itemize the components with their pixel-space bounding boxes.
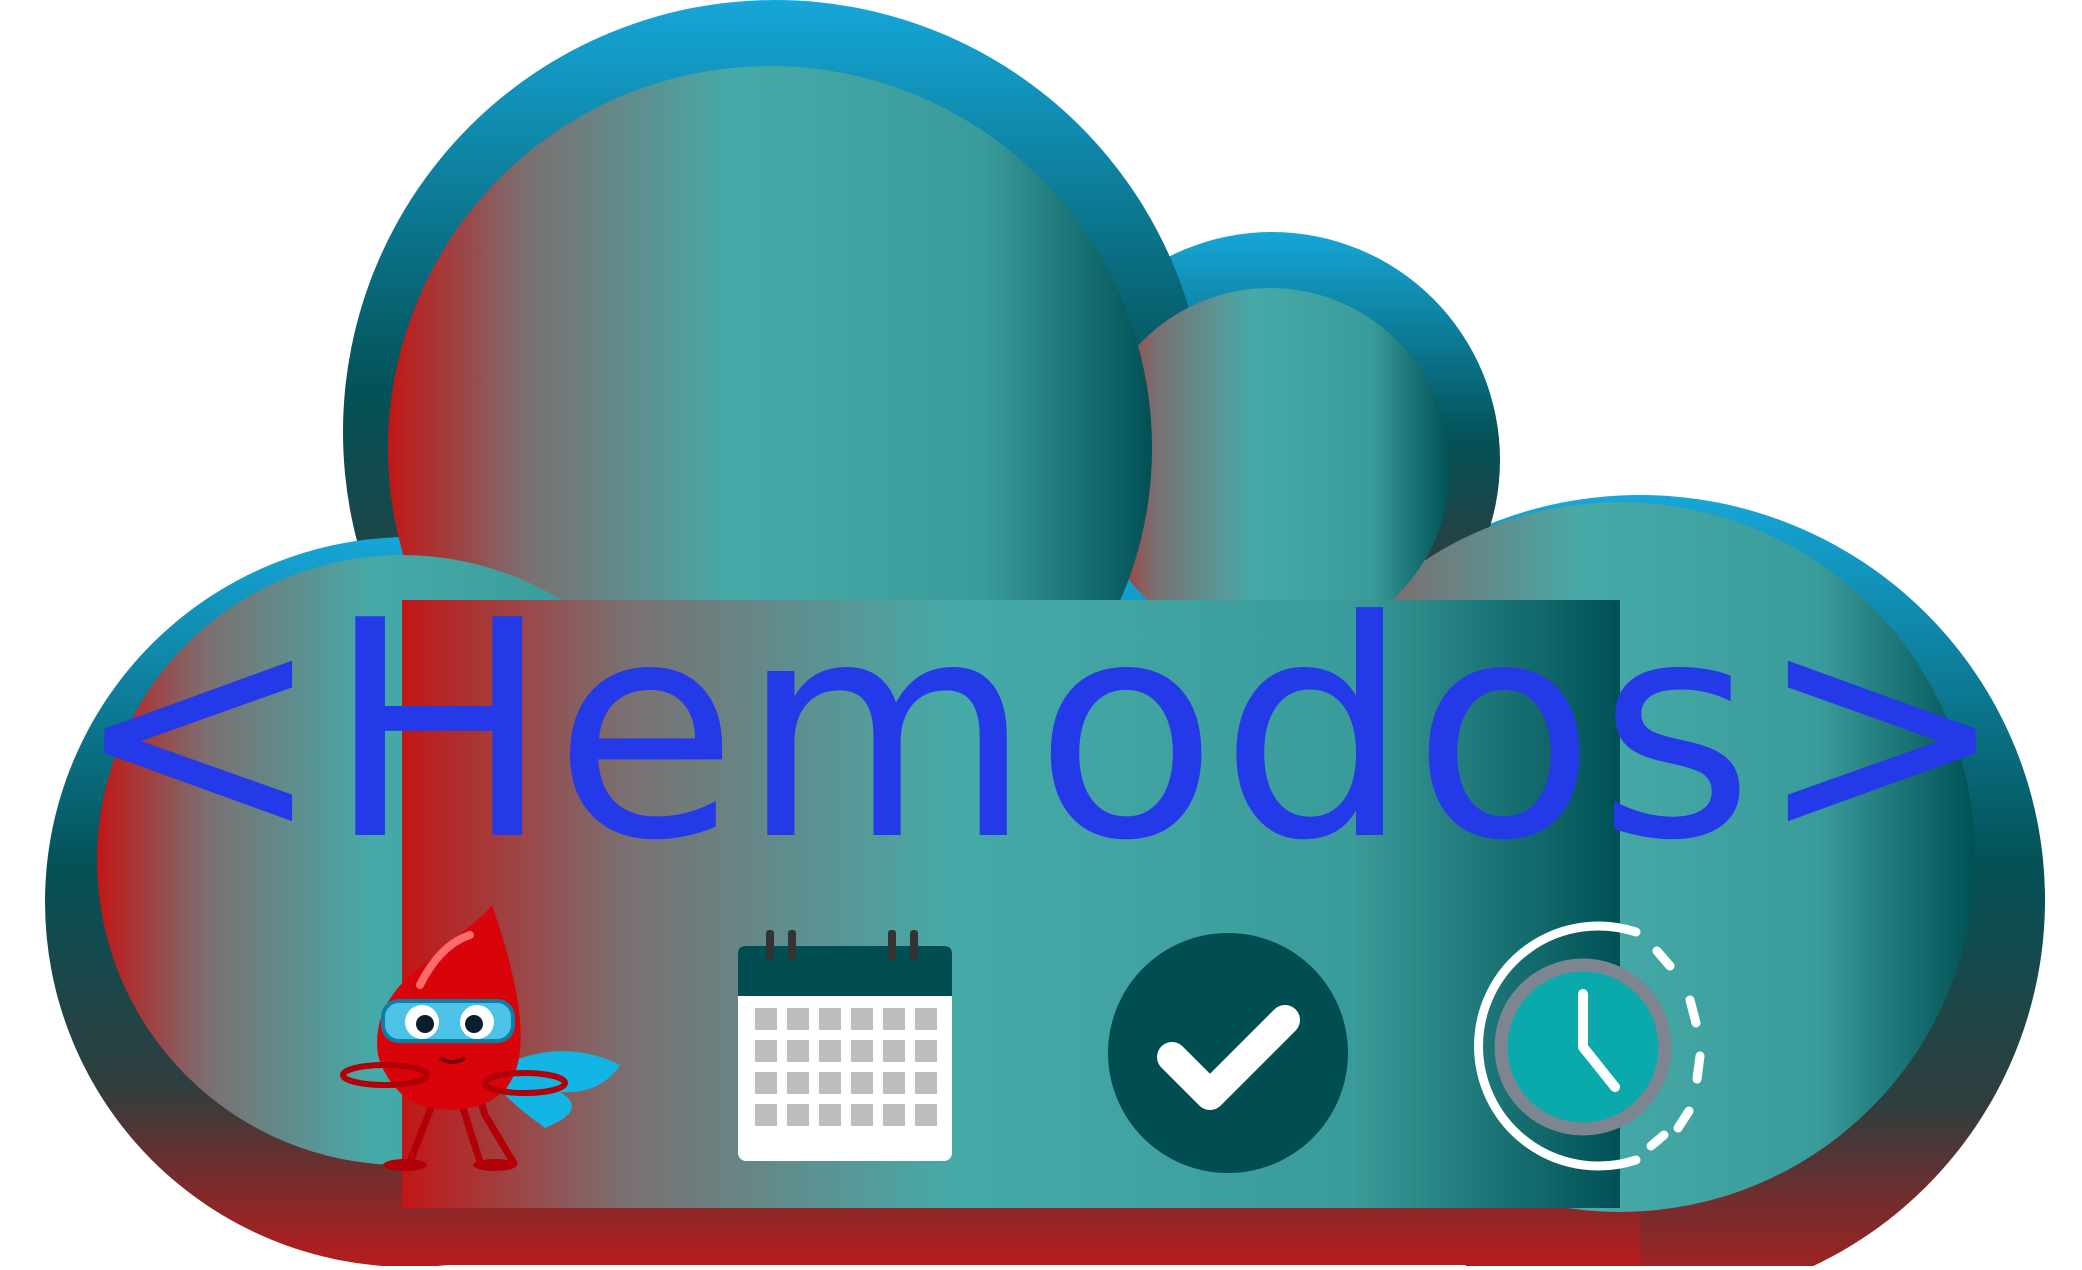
clock-icon (1474, 921, 1705, 1171)
blood-drop-mascot-icon (340, 905, 620, 1171)
calendar-icon (738, 930, 952, 1161)
cloud-fill (97, 66, 1975, 1212)
logo-title: <Hemodos> (72, 557, 2010, 906)
checkmark-icon (1108, 933, 1348, 1173)
